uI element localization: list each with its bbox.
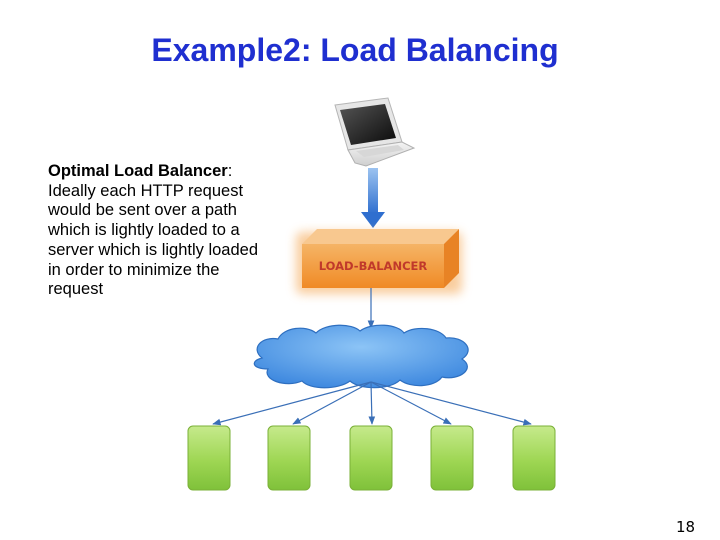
server-5 bbox=[512, 425, 556, 491]
arrow-to-server-5 bbox=[370, 381, 532, 426]
server-1 bbox=[187, 425, 231, 491]
server-3 bbox=[349, 425, 393, 491]
load-balancer-label: LOAD-BALANCER bbox=[319, 259, 428, 273]
slide-title: Example2: Load Balancing bbox=[151, 32, 559, 68]
arrow-to-server-4 bbox=[370, 381, 452, 425]
arrow-to-server-2 bbox=[292, 381, 372, 425]
arrow-to-server-1 bbox=[212, 381, 372, 426]
client-arrow bbox=[361, 168, 385, 228]
laptop-icon bbox=[334, 97, 416, 167]
page-number: 18 bbox=[676, 518, 696, 536]
cloud-to-server-arrows bbox=[212, 381, 532, 426]
description-lead: Optimal Load Balancer bbox=[48, 162, 228, 180]
arrow-to-server-3 bbox=[368, 381, 376, 425]
servers bbox=[187, 425, 556, 491]
description-text: Optimal Load Balancer: Ideally each HTTP… bbox=[48, 162, 273, 300]
load-balancer-box: LOAD-BALANCER bbox=[296, 229, 462, 294]
cloud-icon bbox=[253, 324, 469, 389]
description-body: : Ideally each HTTP request would be sen… bbox=[48, 162, 259, 299]
server-4 bbox=[430, 425, 474, 491]
server-2 bbox=[267, 425, 311, 491]
